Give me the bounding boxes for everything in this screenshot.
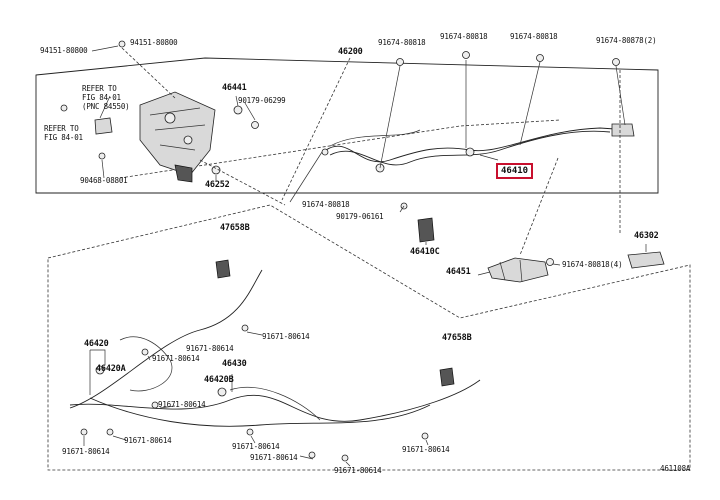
label-94151-80800-left: 94151-80800 xyxy=(40,46,88,55)
label-46302: 46302 xyxy=(634,231,659,241)
label-46420a: 46420A xyxy=(96,364,126,374)
label-46441: 46441 xyxy=(222,83,247,93)
leader-46200 xyxy=(281,57,351,201)
label-46410-highlighted[interactable]: 46410 xyxy=(496,163,534,179)
label-90179-a: 90179-06299 xyxy=(238,96,286,105)
leader-94151 xyxy=(121,47,176,99)
label-91674-d: 91674-80878(2) xyxy=(596,36,657,45)
label-47658b-lower: 47658B xyxy=(442,333,472,343)
label-91674-f: 91674-80818(4) xyxy=(562,260,623,269)
front-brake-cable xyxy=(321,51,635,210)
label-91674-e: 91674-80818 xyxy=(302,200,350,209)
label-91671-b: 91671-80614 xyxy=(186,344,234,353)
label-refer-fig: REFER TO FIG 84-01 xyxy=(44,124,83,142)
label-94151-80800-top: 94151-80800 xyxy=(130,38,178,47)
label-91671-c: 91671-80614 xyxy=(152,354,200,363)
part-46302 xyxy=(627,251,665,269)
label-91671-h: 91671-80614 xyxy=(250,453,298,462)
label-90179-b: 90179-06161 xyxy=(336,212,384,221)
label-91671-j: 91671-80614 xyxy=(402,445,450,454)
upper-assembly-frame xyxy=(35,57,659,194)
label-46430: 46430 xyxy=(222,359,247,369)
label-46200: 46200 xyxy=(338,47,363,57)
label-91671-e: 91671-80614 xyxy=(124,436,172,445)
upper-dashed-divider xyxy=(119,119,561,179)
label-91671-g: 91671-80614 xyxy=(232,442,280,451)
footer-diagram-code: 461108A xyxy=(660,464,691,473)
label-46420: 46420 xyxy=(84,339,109,349)
label-91674-b: 91674-80818 xyxy=(440,32,488,41)
label-91674-c: 91674-80818 xyxy=(510,32,558,41)
label-91671-a: 91671-80614 xyxy=(262,332,310,341)
label-refer-fig-pnc: REFER TO FIG 84-01 (PNC 84550) xyxy=(82,84,130,111)
label-46451: 46451 xyxy=(446,267,471,277)
label-91674-a: 91674-80818 xyxy=(378,38,426,47)
label-46252: 46252 xyxy=(205,180,230,190)
parking-brake-pedal-assembly xyxy=(60,40,259,183)
label-91671-i: 91671-80614 xyxy=(334,466,382,475)
label-46410c: 46410C xyxy=(410,247,440,257)
cable-equalizer xyxy=(487,257,554,283)
label-46420b: 46420B xyxy=(204,375,234,385)
label-91671-d: 91671-80614 xyxy=(158,400,206,409)
label-91671-f: 91671-80614 xyxy=(62,447,110,456)
rear-brake-cables xyxy=(69,259,481,462)
label-90468: 90468-08801 xyxy=(80,176,128,185)
lower-assembly-frame xyxy=(47,204,691,471)
label-47658b-upper: 47658B xyxy=(220,223,250,233)
bracket-46410c xyxy=(417,217,435,243)
